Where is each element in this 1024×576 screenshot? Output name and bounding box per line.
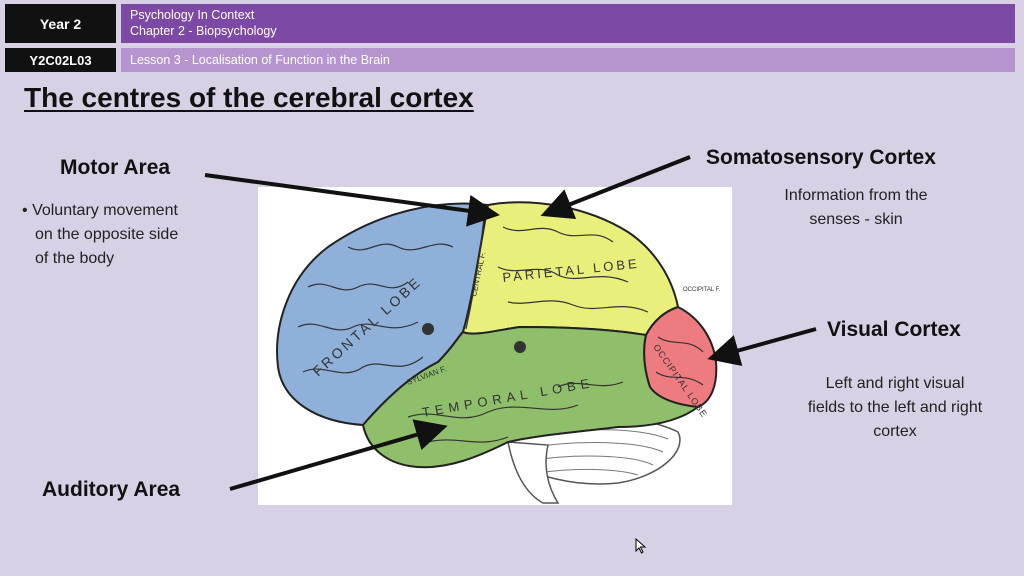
somatosensory-description: Information from the senses - skin — [756, 184, 956, 232]
sensory-dot — [514, 341, 526, 353]
somato-desc-line-2: senses - skin — [809, 211, 903, 228]
motor-area-title: Motor Area — [60, 156, 171, 179]
brainstem — [507, 441, 560, 504]
visual-cortex-description: Left and right visual fields to the left… — [780, 372, 1010, 444]
motor-desc-line-1: Voluntary movement — [32, 202, 178, 219]
brain-diagram: FRONTAL LOBE PARIETAL LOBE TEMPORAL LOBE… — [258, 187, 732, 505]
motor-desc-line-3: of the body — [35, 250, 115, 267]
visual-cortex-title: Visual Cortex — [827, 318, 961, 341]
occipital-fissure-label: OCCIPITAL F. — [683, 287, 721, 293]
chapter-title: Chapter 2 - Biopsychology — [130, 24, 277, 38]
slide-title: The centres of the cerebral cortex — [24, 82, 474, 113]
course-banner: Psychology In Context Chapter 2 - Biopsy… — [121, 4, 1015, 43]
lesson-code-badge: Y2C02L03 — [5, 48, 116, 72]
motor-area-description: • Voluntary movement on the opposite sid… — [22, 199, 242, 271]
motor-desc-line-2: on the opposite side — [35, 226, 179, 243]
visual-desc-line-1: Left and right visual — [825, 375, 965, 392]
visual-desc-line-2: fields to the left and right — [807, 399, 983, 416]
mouse-cursor-icon — [635, 538, 647, 554]
year-label: Year 2 — [39, 15, 82, 32]
visual-desc-line-3: cortex — [873, 423, 917, 440]
brain-illustration: FRONTAL LOBE PARIETAL LOBE TEMPORAL LOBE… — [276, 201, 721, 504]
somatosensory-title: Somatosensory Cortex — [706, 146, 936, 169]
lesson-title: Lesson 3 - Localisation of Function in t… — [130, 53, 390, 67]
bullet: • — [22, 202, 28, 219]
year-badge: Year 2 — [5, 4, 116, 43]
lesson-banner: Lesson 3 - Localisation of Function in t… — [121, 48, 1015, 72]
auditory-area-title: Auditory Area — [42, 478, 181, 501]
course-title: Psychology In Context — [130, 8, 255, 22]
motor-dot — [422, 323, 434, 335]
somato-desc-line-1: Information from the — [784, 187, 928, 204]
lesson-code-label: Y2C02L03 — [29, 52, 92, 68]
